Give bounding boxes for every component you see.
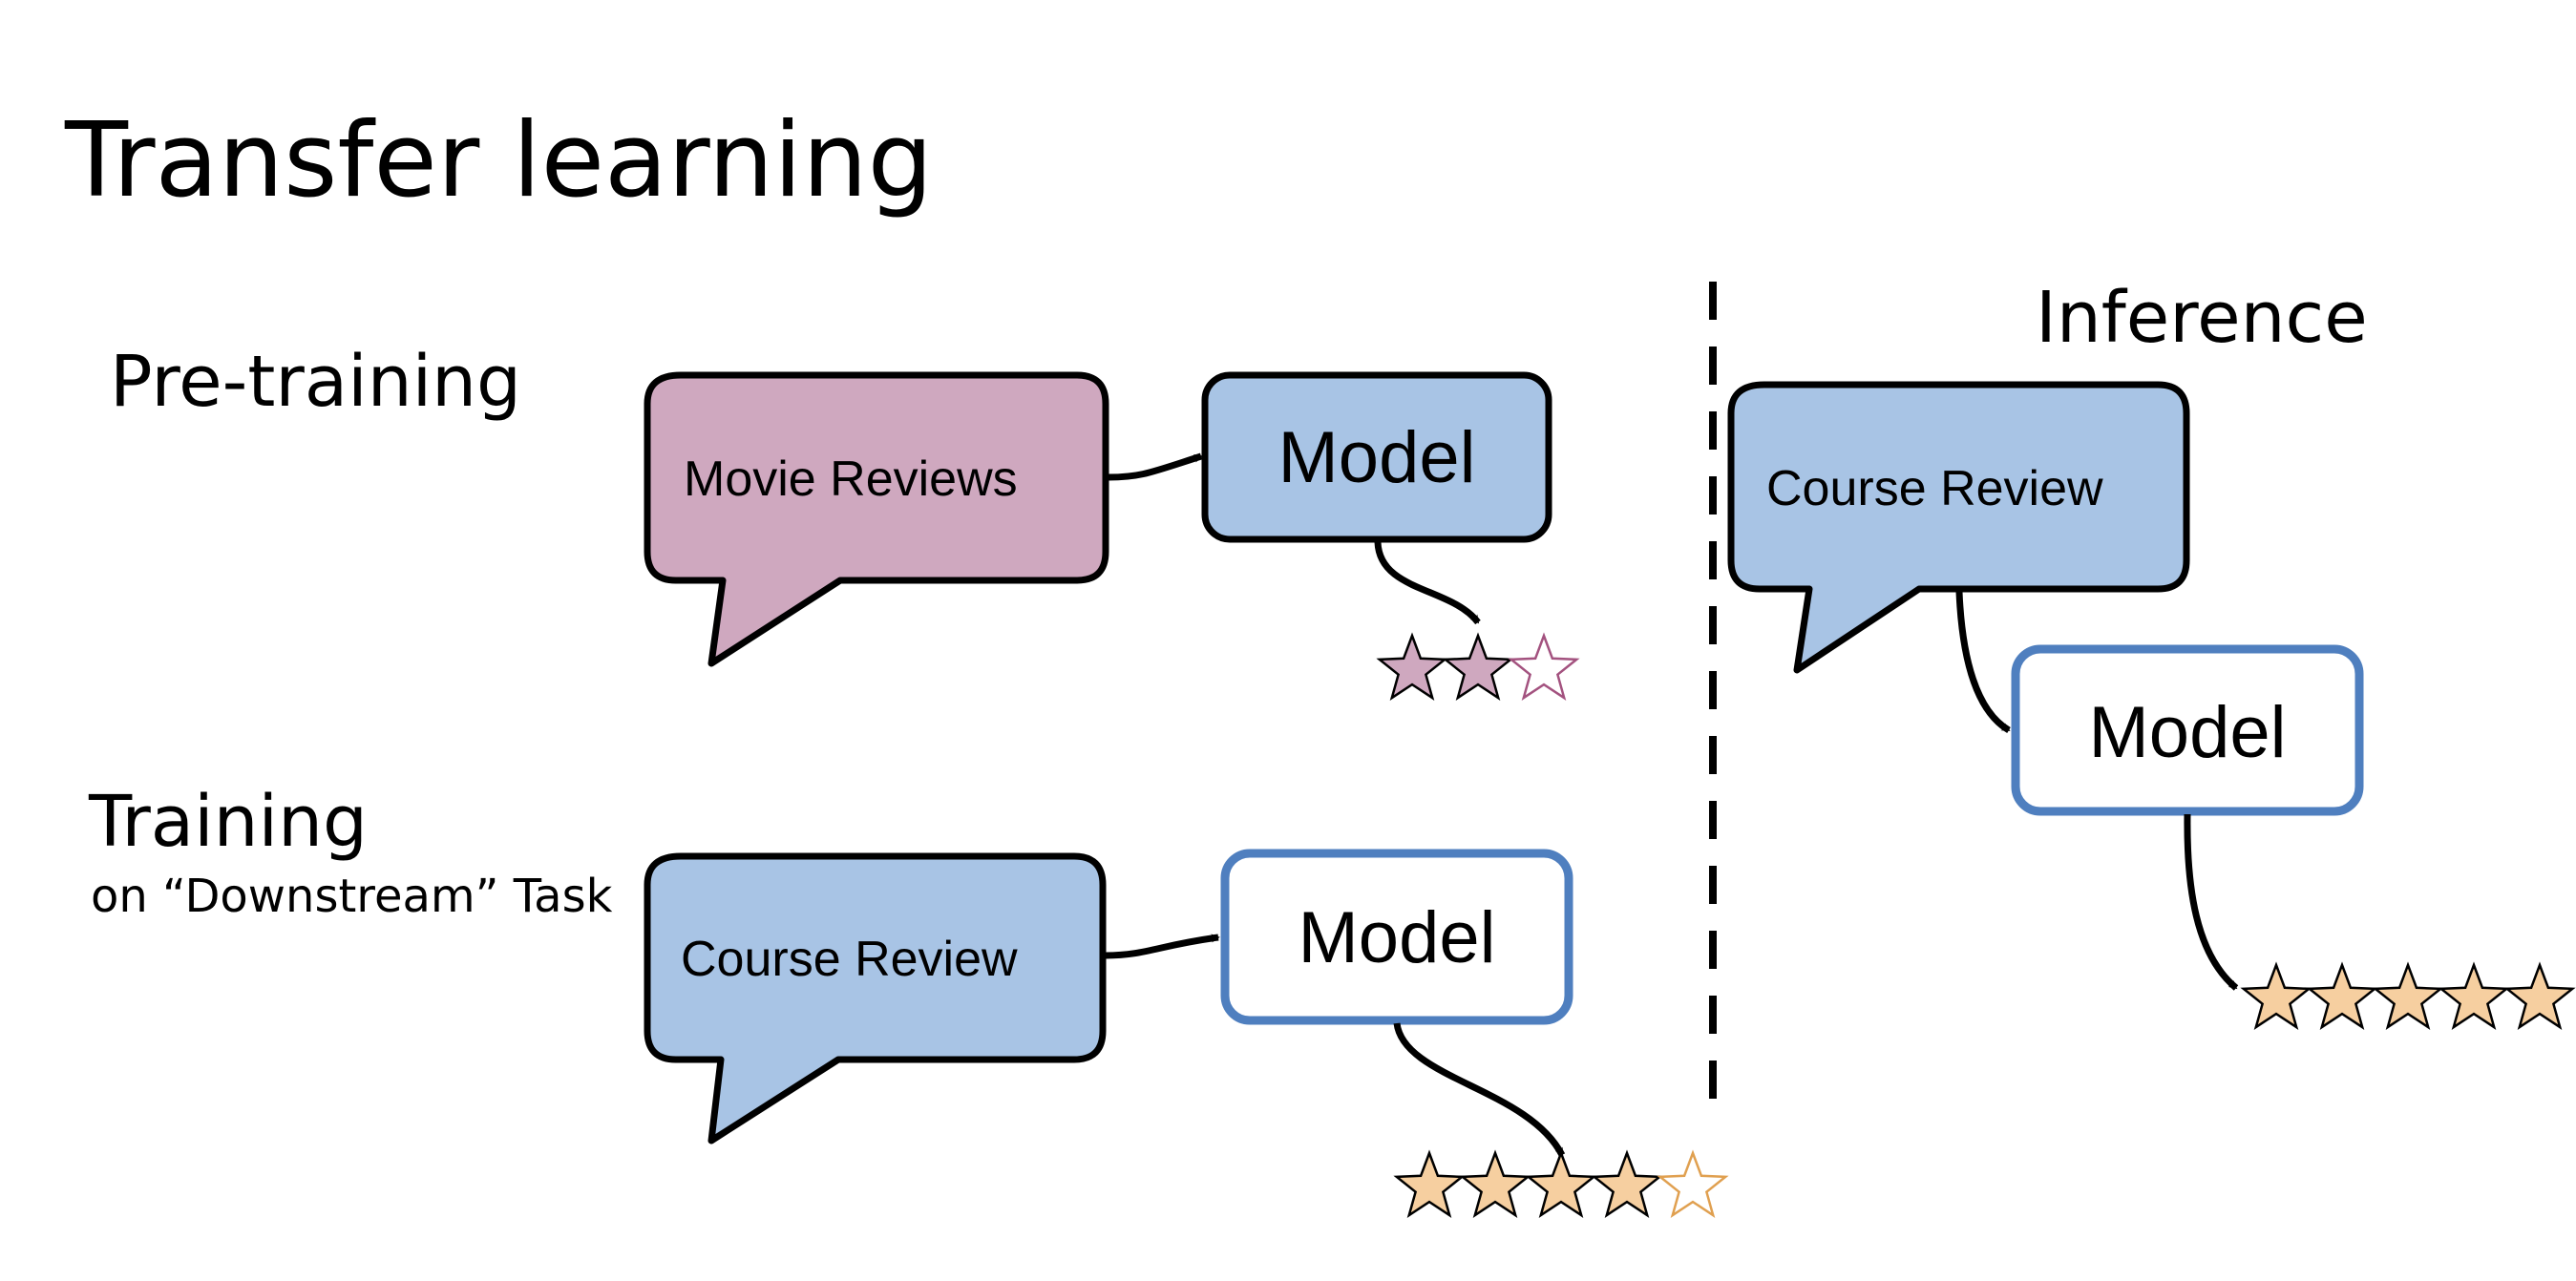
training-course-review-speech-bubble [644,852,1107,1144]
inference-model-box [2011,644,2364,816]
empty-star-icon [1657,1149,1729,1218]
movie-reviews-speech-bubble [644,371,1109,667]
filled-star-icon [1459,1149,1531,1218]
filled-star-icon [1376,632,1448,701]
inference-section-label: Inference [2036,277,2368,359]
pretraining-section-label: Pre-training [110,341,521,423]
input-to-model-arrow [1108,452,1203,481]
training-section-sublabel: on “Downstream” Task [91,870,613,923]
pretraining-star-rating [1376,632,1580,701]
filled-star-icon [2372,961,2444,1030]
filled-star-icon [2240,961,2312,1030]
empty-star-icon [1508,632,1580,701]
filled-star-icon [1525,1149,1597,1218]
filled-star-icon [2438,961,2510,1030]
training-model-box [1220,849,1573,1025]
inference-star-rating [2240,961,2576,1030]
inference-course-review-speech-bubble [1727,381,2190,674]
model-to-rating-arrow [1374,541,1481,625]
movie-reviews-label: Movie Reviews [684,452,1018,507]
filled-star-icon [1591,1149,1663,1218]
inference-model-to-rating-arrow [2184,813,2239,991]
training-star-rating [1393,1149,1729,1218]
training-model-label: Model [1299,897,1496,978]
training-section-label: Training [88,781,368,863]
training-model-to-rating-arrow [1393,1022,1566,1157]
filled-star-icon [1442,632,1514,701]
inference-model-label: Model [2089,692,2287,773]
inference-course-review-label: Course Review [1766,461,2103,516]
filled-star-icon [2503,961,2576,1030]
pretraining-model-label: Model [1278,417,1476,498]
training-input-to-model-arrow [1105,934,1220,959]
training-course-review-label: Course Review [681,932,1018,987]
inference-input-to-model-arrow [1955,591,2011,734]
pretraining-model-box [1201,371,1552,543]
filled-star-icon [2306,961,2378,1030]
page-title: Transfer learning [64,101,933,220]
filled-star-icon [1393,1149,1466,1218]
